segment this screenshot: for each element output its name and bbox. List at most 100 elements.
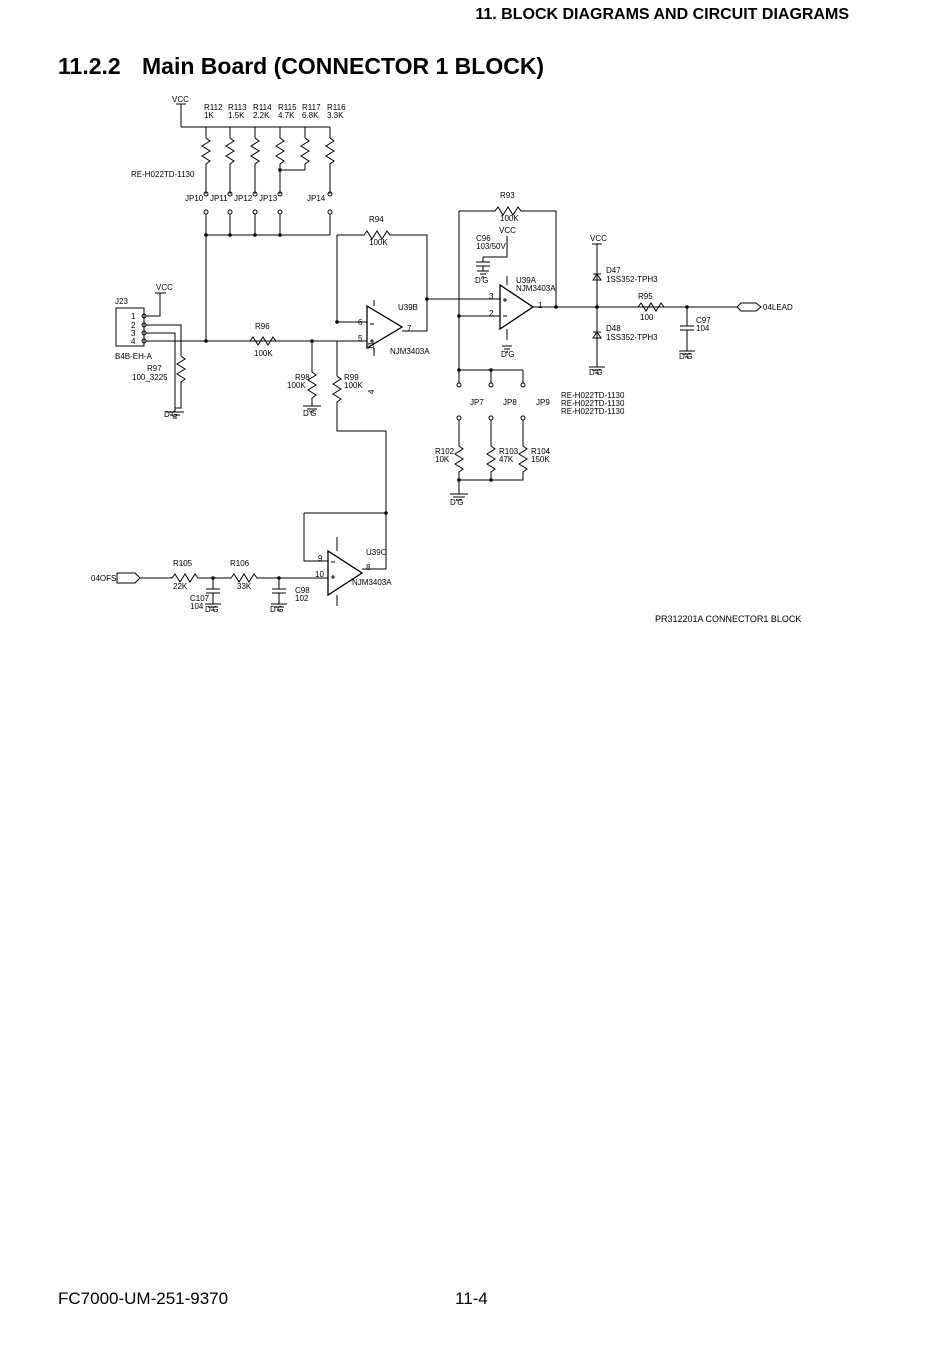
r116-ref: R116 — [327, 103, 346, 112]
c96-val: 103/50V — [476, 242, 506, 251]
capacitor-c96 — [476, 236, 512, 353]
u39b-pin-7: 7 — [407, 324, 412, 333]
resistor-r112 — [201, 137, 211, 194]
c98-val: 102 — [295, 594, 309, 603]
r103-val: 47K — [499, 455, 514, 464]
section-heading: 11.2.2 Main Board (CONNECTOR 1 BLOCK) — [58, 53, 544, 80]
net-label-04ofs: 04OFS — [91, 574, 116, 583]
capacitor-c97 — [679, 307, 695, 358]
r113-val: 1.5K — [228, 111, 245, 120]
r104-ref: R104 — [531, 447, 551, 456]
jumper-part-jp8: RE-H022TD-1130 — [561, 399, 625, 408]
jp7-label: JP7 — [470, 398, 484, 407]
c98-ref: C98 — [295, 586, 310, 595]
gain-jumpers — [450, 368, 528, 501]
c96-ref: C96 — [476, 234, 491, 243]
u39b-pin-4: 4 — [367, 389, 376, 394]
r102-val: 10K — [435, 455, 450, 464]
u39b-pin-6: 6 — [358, 318, 363, 327]
r113-ref: R113 — [228, 103, 247, 112]
dg-label-diode: D'G — [589, 368, 603, 377]
resistor-r98 — [307, 341, 317, 406]
c97-val: 104 — [696, 324, 710, 333]
r96-val: 100K — [254, 349, 273, 358]
r112-val: 1K — [204, 111, 214, 120]
jumper-part-top: RE-H022TD-1130 — [131, 170, 195, 179]
dg-label-u39a: D'G — [501, 350, 515, 359]
r117-val: 6.8K — [302, 111, 319, 120]
dg-label-c98: D'G — [270, 605, 284, 614]
jp13-label: JP13 — [259, 194, 278, 203]
c107-ref: C107 — [190, 594, 210, 603]
connector-j23 — [115, 292, 337, 409]
j23-ref: J23 — [115, 297, 128, 306]
jp11-label: JP11 — [210, 194, 228, 203]
u39c-pin-10: 10 — [315, 570, 324, 579]
chapter-title: 11. BLOCK DIAGRAMS AND CIRCUIT DIAGRAMS — [475, 6, 849, 23]
u39a-pin-2: 2 — [489, 309, 494, 318]
diode-d48 — [592, 331, 602, 339]
d48-ref: D48 — [606, 324, 621, 333]
u39c-val: NJM3403A — [352, 578, 392, 587]
r115-val: 4.7K — [278, 111, 295, 120]
resistor-r97 — [175, 355, 186, 409]
r94-val: 100K — [369, 238, 388, 247]
r93-val: 100K — [500, 214, 519, 223]
r97-ref: R97 — [147, 364, 162, 373]
resistor-r103 — [486, 420, 496, 480]
r98-ref: R98 — [295, 373, 310, 382]
resistor-r114 — [250, 137, 260, 194]
r105-val: 22K — [173, 582, 188, 591]
capacitor-c98 — [271, 578, 287, 611]
j23-pin-2: 2 — [131, 321, 136, 330]
jumper-part-jp7: RE-H022TD-1130 — [561, 391, 625, 400]
dg-label-j23: D'G — [164, 410, 178, 419]
section-title: Main Board (CONNECTOR 1 BLOCK) — [142, 53, 545, 79]
u39c-ref: U39C — [366, 548, 387, 557]
resistors-r98-r99 — [303, 341, 387, 513]
jumper-part-jp9: RE-H022TD-1130 — [561, 407, 625, 416]
r93-ref: R93 — [500, 191, 515, 200]
dg-label-r98: D'G — [303, 409, 317, 418]
resistor-r105-r106 — [140, 573, 328, 583]
resistor-r117 — [300, 137, 310, 170]
r95-val: 100 — [640, 313, 654, 322]
u39b-pin-11: 11 — [367, 341, 376, 350]
resistor-r95 — [637, 302, 665, 312]
resistor-r102 — [454, 420, 464, 494]
section-number: 11.2.2 — [58, 53, 121, 79]
j23-part: B4B-EH-A — [115, 352, 153, 361]
c97-ref: C97 — [696, 316, 711, 325]
jp9-label: JP9 — [536, 398, 550, 407]
u39b-ref: U39B — [398, 303, 418, 312]
dg-label-c107: D'G — [205, 605, 219, 614]
diode-d47 — [592, 273, 602, 281]
r97-val: 100_3225 — [132, 373, 168, 382]
jp14-label: JP14 — [307, 194, 326, 203]
vcc-label-top: VCC — [172, 95, 189, 104]
r114-ref: R114 — [253, 103, 272, 112]
opamp-u39a — [427, 206, 737, 370]
r112-ref: R112 — [204, 103, 223, 112]
r105-ref: R105 — [173, 559, 193, 568]
vcc-rail-top: VCC — [172, 95, 331, 138]
d48-val: 1SS352-TPH3 — [606, 333, 658, 342]
vcc-label-j23: VCC — [156, 283, 173, 292]
footer-document-number: FC7000-UM-251-9370 — [58, 1289, 229, 1308]
opamp-u39c — [303, 512, 387, 606]
vcc-label-u39a: VCC — [499, 226, 516, 235]
r106-ref: R106 — [230, 559, 250, 568]
j23-pin-3: 3 — [131, 329, 136, 338]
resistor-r104 — [459, 420, 528, 481]
resistor-r115 — [275, 137, 305, 171]
capacitor-c107 — [205, 578, 221, 611]
u39a-pin-3: 3 — [489, 292, 494, 301]
dg-label-jp: D'G — [450, 498, 464, 507]
r103-ref: R103 — [499, 447, 519, 456]
output-port-04lead — [736, 302, 762, 312]
jp8-label: JP8 — [503, 398, 517, 407]
j23-pin-1: 1 — [131, 312, 136, 321]
r114-val: 2.2K — [253, 111, 270, 120]
jp10-label: JP10 — [185, 194, 204, 203]
